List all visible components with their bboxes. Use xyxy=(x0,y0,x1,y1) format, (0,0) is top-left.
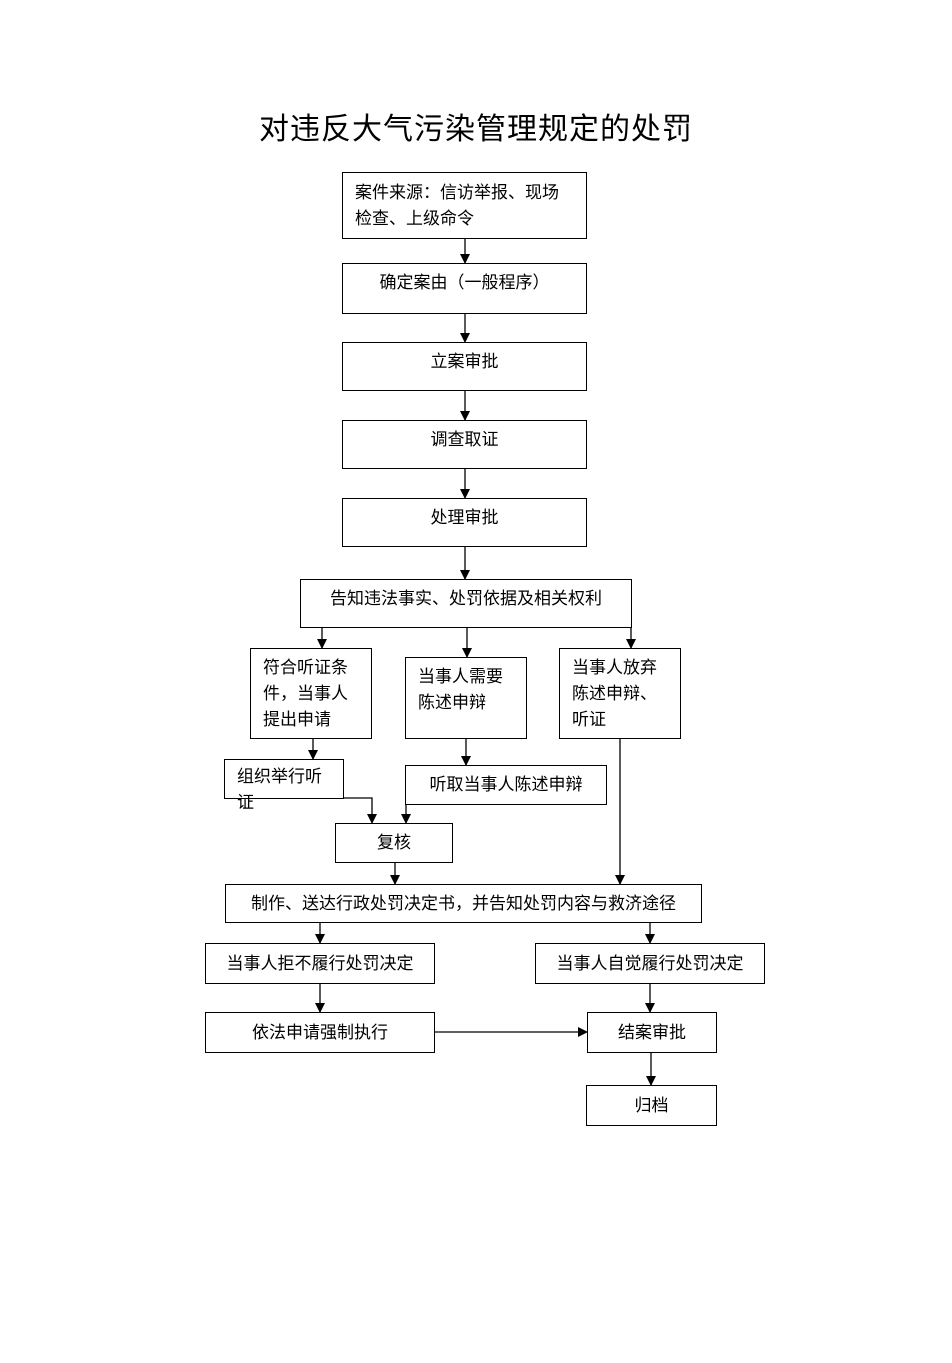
node-hear-statement: 听取当事人陈述申辩 xyxy=(405,765,607,805)
node-review: 复核 xyxy=(335,823,453,863)
node-enforcement: 依法申请强制执行 xyxy=(205,1012,435,1053)
node-hearing-conditions: 符合听证条 件，当事人 提出申请 xyxy=(250,648,372,739)
node-determine-case: 确定案由（一般程序） xyxy=(342,263,587,314)
diagram-title: 对违反大气污染管理规定的处罚 xyxy=(259,112,693,147)
node-filing-approval: 立案审批 xyxy=(342,342,587,391)
node-waive-rights: 当事人放弃 陈述申辩、 听证 xyxy=(559,648,681,739)
node-case-source: 案件来源：信访举报、现场 检查、上级命令 xyxy=(342,172,587,239)
node-voluntary-perform: 当事人自觉履行处罚决定 xyxy=(535,943,765,984)
node-notify-rights: 告知违法事实、处罚依据及相关权利 xyxy=(300,579,632,628)
node-need-statement: 当事人需要 陈述申辩 xyxy=(405,657,527,739)
node-handling-approval: 处理审批 xyxy=(342,498,587,547)
arrow-organize-review xyxy=(342,797,377,824)
node-archive: 归档 xyxy=(586,1085,717,1126)
node-organize-hearing: 组织举行听证 xyxy=(224,759,344,813)
node-investigation: 调查取证 xyxy=(342,420,587,469)
node-close-approval: 结案审批 xyxy=(587,1012,717,1053)
node-decision-document: 制作、送达行政处罚决定书，并告知处罚内容与救济途径 xyxy=(225,884,702,923)
node-refuse-perform: 当事人拒不履行处罚决定 xyxy=(205,943,435,984)
